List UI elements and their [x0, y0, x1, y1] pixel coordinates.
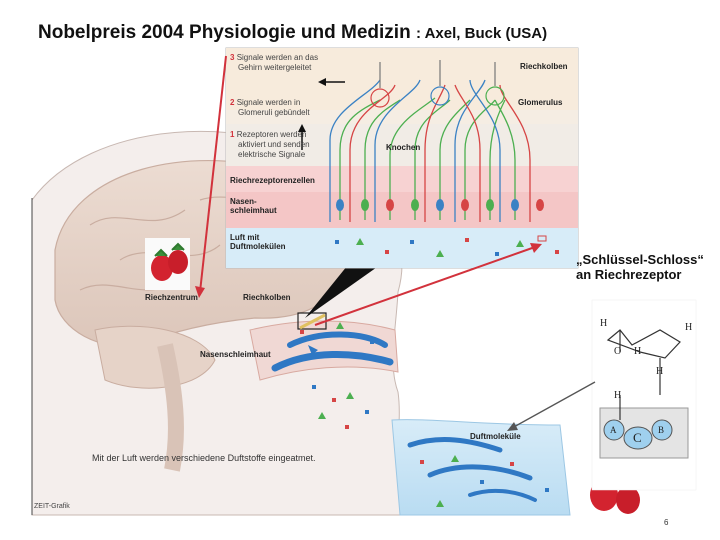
step-1-line2: aktiviert und senden — [238, 140, 310, 149]
label-schleimhaut: schleimhaut — [230, 206, 277, 215]
key-lock-line2: an Riechrezeptor — [576, 267, 682, 282]
label-duftmolekuele: Duftmoleküle — [470, 432, 521, 441]
inset-molecules — [335, 235, 559, 257]
label-nasenschleimhaut: Nasenschleimhaut — [200, 350, 271, 359]
label-knochen: Knochen — [386, 143, 421, 152]
step-2-label: 2 Signale werden in — [230, 98, 301, 107]
gray-arrow — [507, 381, 596, 431]
receptor-neurons — [329, 60, 544, 222]
step-1-label: 1 Rezeptoren werden — [230, 130, 307, 139]
odor-molecules — [300, 322, 549, 507]
label-riechzentrum: Riechzentrum — [145, 293, 198, 302]
step-3-label: 3 Signale werden an das — [230, 53, 319, 62]
atom-h3: H — [685, 322, 693, 333]
step-2-line2: Glomeruli gebündelt — [238, 108, 310, 117]
page-number: 6 — [664, 518, 669, 527]
label-nasen: Nasen- — [230, 197, 257, 206]
title-sub: : Axel, Buck (USA) — [415, 25, 548, 42]
step-1-line3: elektrische Signale — [238, 150, 306, 159]
receptor-molecule — [591, 299, 697, 491]
key-lock-line1: „Schlüssel-Schloss“ — [576, 252, 704, 267]
step-3-line2: Gehirn weitergeleitet — [238, 63, 312, 72]
site-c: C — [633, 430, 642, 445]
label-luft-mit: Luft mit — [230, 233, 260, 242]
image-credit: ZEIT-Grafik — [34, 503, 70, 510]
title-main: Nobelpreis 2004 Physiologie und Medizin — [38, 22, 411, 43]
atom-h5: H — [614, 390, 622, 401]
label-riechkolben: Riechkolben — [243, 293, 291, 302]
site-a: A — [610, 425, 617, 435]
label-riechkolben-inset: Riechkolben — [520, 62, 568, 71]
site-b: B — [658, 425, 665, 435]
label-riechrezeptorenzellen: Riechrezeptorenzellen — [230, 176, 315, 185]
atom-h2: H — [634, 346, 642, 357]
label-glomerulus: Glomerulus — [518, 98, 563, 107]
atom-h4: H — [656, 366, 664, 377]
airflow-water — [391, 419, 571, 516]
strawberry-top-image — [145, 238, 190, 290]
label-duftmolekuelen: Duftmolekülen — [230, 242, 286, 251]
slide-title: Nobelpreis 2004 Physiologie und Medizin … — [38, 22, 547, 44]
olfactory-inset — [225, 47, 579, 269]
key-lock-label: „Schlüssel-Schloss“ an Riechrezeptor — [576, 252, 704, 282]
red-arrows — [195, 55, 542, 326]
atom-h1: H — [600, 318, 608, 329]
head-caption: Mit der Luft werden verschiedene Duftsto… — [92, 453, 316, 463]
atom-o: O — [614, 346, 622, 357]
nasal-cavity — [249, 320, 399, 381]
